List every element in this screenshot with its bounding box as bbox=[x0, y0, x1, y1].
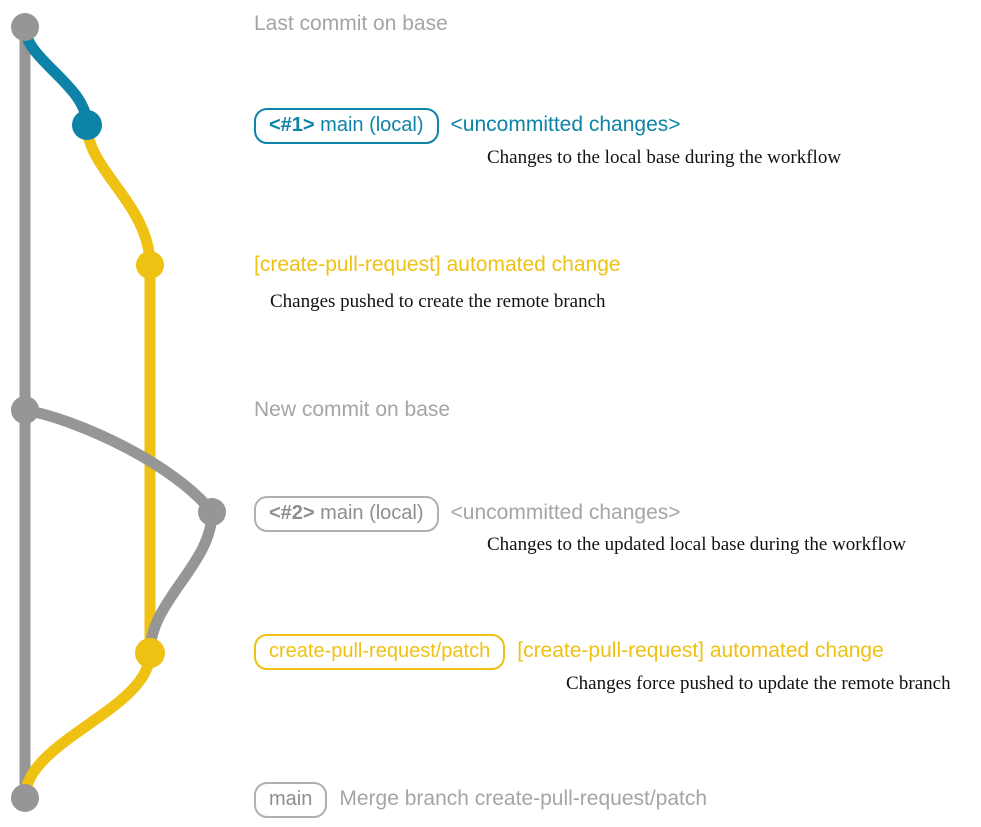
commit-description-patch-2: Changes force pushed to update the remot… bbox=[566, 673, 951, 694]
row-local-2: <#2> main (local) <uncommitted changes> bbox=[254, 496, 681, 532]
commit-subject-base-new: New commit on base bbox=[254, 398, 451, 421]
node-base-new[interactable] bbox=[11, 396, 39, 424]
edge-patch2-to-merge bbox=[19, 647, 156, 804]
row-new-commit-on-base: New commit on base bbox=[254, 397, 450, 423]
node-local-1[interactable] bbox=[72, 110, 102, 140]
branch-pill-local-1-name: main (local) bbox=[314, 114, 424, 136]
branch-pill-local-2-name: main (local) bbox=[314, 502, 424, 524]
git-graph-svg bbox=[11, 13, 226, 812]
edge-local1-to-patch1 bbox=[81, 119, 156, 271]
commit-description-local-1: Changes to the local base during the wor… bbox=[487, 147, 842, 168]
branch-pill-local-1-tag: <#1> bbox=[269, 114, 315, 136]
edge-basenew-to-local2 bbox=[19, 404, 218, 518]
branch-pill-local-1[interactable]: <#1> main (local) bbox=[254, 108, 439, 144]
commit-subject-patch-1: [create-pull-request] automated change bbox=[254, 253, 621, 276]
node-patch-2[interactable] bbox=[135, 638, 165, 668]
branch-pill-local-2-tag: <#2> bbox=[269, 502, 315, 524]
node-patch-1[interactable] bbox=[136, 251, 164, 279]
branch-pill-main[interactable]: main bbox=[254, 782, 328, 818]
branch-pill-patch-2[interactable]: create-pull-request/patch bbox=[254, 634, 506, 670]
row-patch-2: create-pull-request/patch [create-pull-r… bbox=[254, 634, 884, 670]
row-patch-1: [create-pull-request] automated change bbox=[254, 252, 621, 278]
row-local-1: <#1> main (local) <uncommitted changes> bbox=[254, 108, 681, 144]
row-merge: main Merge branch create-pull-request/pa… bbox=[254, 782, 707, 818]
commit-subject-local-2: <uncommitted changes> bbox=[450, 501, 681, 524]
commit-subject-local-1: <uncommitted changes> bbox=[450, 113, 681, 136]
commit-description-patch-1: Changes pushed to create the remote bran… bbox=[270, 291, 606, 312]
row-last-commit-on-base: Last commit on base bbox=[254, 11, 448, 37]
node-local-2[interactable] bbox=[198, 498, 226, 526]
edge-local2-to-patch2 bbox=[144, 506, 218, 659]
node-base-merge[interactable] bbox=[11, 784, 39, 812]
node-base-last[interactable] bbox=[11, 13, 39, 41]
commit-subject-patch-2: [create-pull-request] automated change bbox=[517, 639, 884, 662]
commit-description-local-2: Changes to the updated local base during… bbox=[487, 534, 906, 555]
git-graph-nodes bbox=[11, 13, 226, 812]
commit-subject-merge: Merge branch create-pull-request/patch bbox=[339, 787, 708, 810]
branch-pill-local-2[interactable]: <#2> main (local) bbox=[254, 496, 439, 532]
git-graph bbox=[0, 0, 250, 827]
commit-subject-base-last: Last commit on base bbox=[254, 12, 448, 35]
